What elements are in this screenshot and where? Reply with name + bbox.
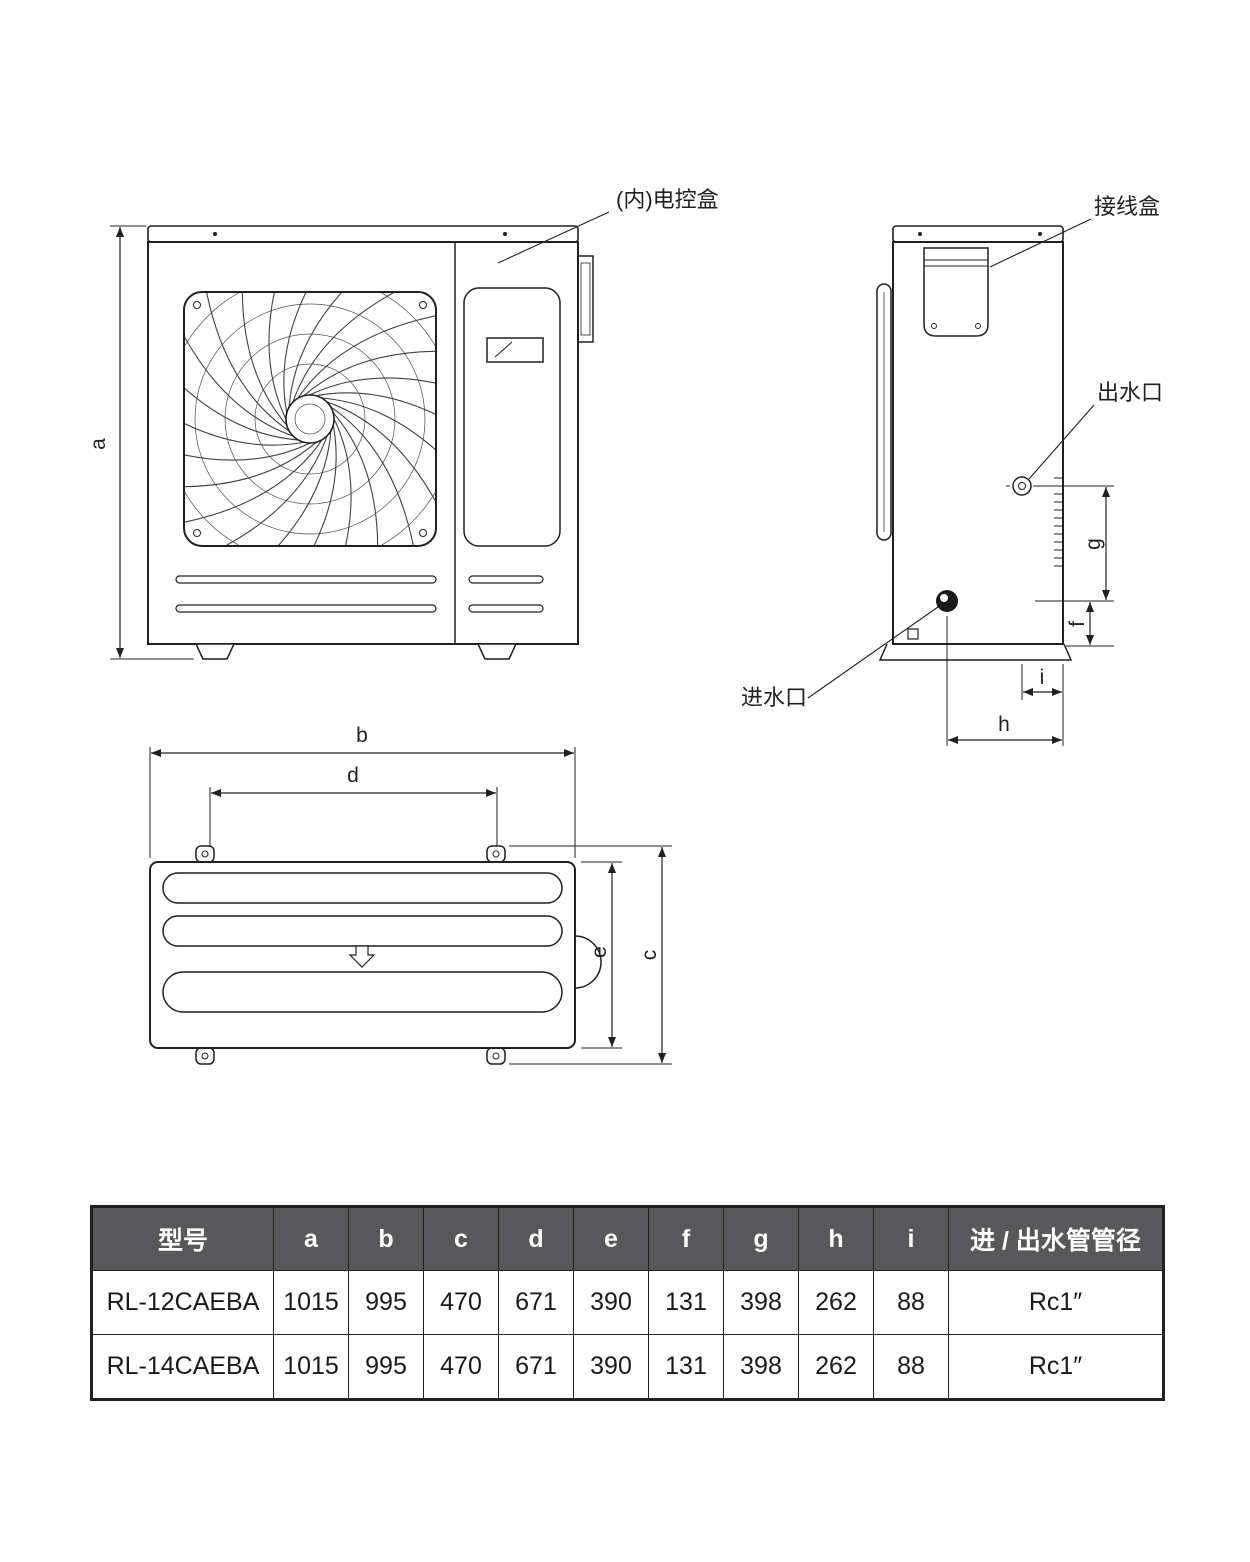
col-header-a: a: [273, 1206, 349, 1271]
edge-ticks: [1054, 477, 1062, 567]
cell-model: RL-14CAEBA: [91, 1334, 274, 1400]
dim-i-label: i: [1040, 666, 1045, 689]
side-bracket: [577, 255, 594, 343]
col-header-model: 型号: [91, 1206, 274, 1271]
cell-model: RL-12CAEBA: [91, 1270, 274, 1335]
cell-d: 671: [498, 1334, 574, 1400]
dim-b-label: b: [356, 724, 368, 747]
cell-g: 398: [723, 1270, 799, 1335]
dim-g-label: g: [1082, 538, 1105, 550]
control-panel: [463, 287, 561, 547]
col-header-i: i: [873, 1206, 949, 1271]
dim-e-label: e: [588, 946, 611, 958]
col-header-g: g: [723, 1206, 799, 1271]
cell-d: 671: [498, 1270, 574, 1335]
col-header-e: e: [573, 1206, 649, 1271]
col-header-d: d: [498, 1206, 574, 1271]
cell-e: 390: [573, 1270, 649, 1335]
front-feet: [194, 643, 518, 660]
water-outlet-callout: 出水口: [1028, 380, 1163, 480]
display-window: [486, 337, 544, 363]
cell-h: 262: [798, 1334, 874, 1400]
dimensions-table: 型号 a b c d e f g h i 进 / 出水管管径 RL-12CAEB…: [90, 1205, 1165, 1401]
mounting-tabs: [195, 845, 506, 1065]
col-header-pipe: 进 / 出水管管径: [948, 1206, 1164, 1271]
cell-e: 390: [573, 1334, 649, 1400]
dimension-b: b: [149, 724, 576, 858]
dimension-h: h: [946, 616, 1062, 746]
water-inlet-port: [936, 590, 958, 612]
cell-b: 995: [348, 1270, 424, 1335]
col-header-h: h: [798, 1206, 874, 1271]
cell-b: 995: [348, 1334, 424, 1400]
louver-slots: [175, 575, 544, 613]
fan-hub: [285, 394, 335, 444]
airflow-arrow-icon: [348, 945, 376, 968]
base-plate: [878, 643, 1073, 661]
cell-c: 470: [423, 1270, 499, 1335]
cell-pipe: Rc1″: [948, 1270, 1164, 1335]
dimension-g: g: [1033, 485, 1114, 602]
dim-f-label: f: [1066, 621, 1089, 627]
cell-f: 131: [648, 1270, 724, 1335]
dimensions-table-wrap: 型号 a b c d e f g h i 进 / 出水管管径 RL-12CAEB…: [90, 1205, 1165, 1401]
dim-a-label: a: [87, 438, 110, 450]
col-header-f: f: [648, 1206, 724, 1271]
dimension-drawing: a (内)电控盒: [87, 187, 1163, 1065]
top-view: b d: [149, 724, 672, 1065]
dimension-c: c: [509, 845, 672, 1065]
front-view: a (内)电控盒: [87, 187, 719, 660]
water-inlet-callout: 进水口: [741, 606, 939, 710]
water-inlet-label: 进水口: [741, 685, 807, 710]
table-row: RL-14CAEBA 1015 995 470 671 390 131 398 …: [91, 1334, 1164, 1400]
side-view: 接线盒 出水口: [741, 194, 1163, 746]
pipe-bump: [574, 935, 602, 989]
drain-fitting: [907, 628, 919, 640]
table-row: RL-12CAEBA 1015 995 470 671 390 131 398 …: [91, 1270, 1164, 1335]
cell-h: 262: [798, 1270, 874, 1335]
col-header-b: b: [348, 1206, 424, 1271]
dimension-f: f: [1066, 602, 1114, 647]
front-body: [147, 241, 579, 645]
control-box-label: (内)电控盒: [616, 187, 719, 212]
dim-h-label: h: [998, 713, 1010, 736]
water-outlet-label: 出水口: [1097, 380, 1163, 405]
dimension-i: i: [1021, 664, 1064, 746]
cell-i: 88: [873, 1270, 949, 1335]
cell-f: 131: [648, 1334, 724, 1400]
table-header-row: 型号 a b c d e f g h i 进 / 出水管管径: [91, 1206, 1164, 1271]
cell-g: 398: [723, 1334, 799, 1400]
water-outlet-port: [1006, 476, 1032, 496]
cell-c: 470: [423, 1334, 499, 1400]
dim-d-label: d: [347, 764, 359, 787]
dimension-d: d: [209, 764, 498, 850]
fan-grille: [183, 291, 437, 547]
col-header-c: c: [423, 1206, 499, 1271]
junction-box-label: 接线盒: [1094, 194, 1160, 219]
junction-box-callout: 接线盒: [989, 194, 1160, 268]
cell-i: 88: [873, 1334, 949, 1400]
grille-edge: [876, 283, 892, 541]
junction-box: [923, 247, 989, 337]
dim-c-label: c: [638, 950, 661, 961]
cell-pipe: Rc1″: [948, 1334, 1164, 1400]
dimension-e: e: [581, 861, 622, 1049]
front-top-cap: [147, 225, 579, 243]
cell-a: 1015: [273, 1334, 349, 1400]
cell-a: 1015: [273, 1270, 349, 1335]
dimension-a: a: [87, 225, 194, 660]
control-box-callout: (内)电控盒: [497, 187, 719, 264]
